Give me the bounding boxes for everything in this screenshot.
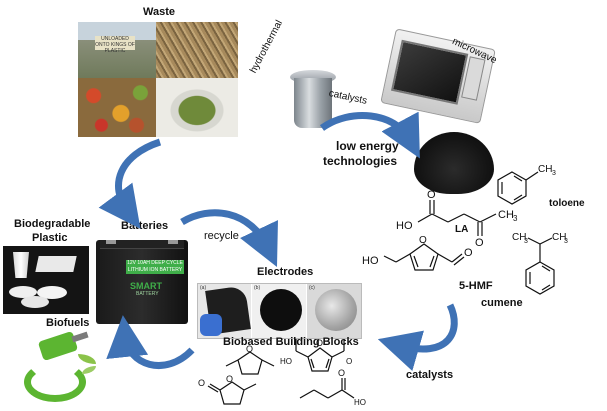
hmf-o-ring: O	[419, 235, 427, 246]
la-o-top: O	[427, 189, 436, 201]
cumene-label: cumene	[481, 297, 523, 309]
cumene-ch3-left: CH	[512, 232, 526, 243]
toluene-structure	[497, 171, 539, 205]
waste-photo-bin	[156, 78, 238, 137]
la-ho: HO	[396, 220, 413, 232]
waste-sign: UNLOADED ONTO KINGS OF PLASTIC	[95, 36, 135, 54]
toloene-label: toloene	[549, 198, 585, 209]
waste-photo-collage: UNLOADED ONTO KINGS OF PLASTIC	[78, 22, 238, 137]
toluene-ch3: CH	[538, 164, 552, 175]
carbon-powder-image	[414, 132, 494, 194]
bb-o-3: O	[226, 374, 233, 384]
biodegradable-label-line1: Biodegradable	[14, 218, 91, 230]
toluene-ch3-sub: 3	[552, 170, 556, 177]
arrow-electrodes-to-batteries	[106, 315, 195, 369]
hmf-o-aldehyde: O	[464, 247, 473, 259]
waste-label: Waste	[143, 6, 175, 18]
hmf-ho: HO	[362, 255, 379, 267]
bb-o-5: O	[338, 368, 345, 378]
la-ch3: CH	[498, 209, 514, 221]
cumene-ch3-right: CH	[552, 232, 566, 243]
bb-o-4: O	[198, 378, 205, 388]
arrow-hmf-to-building-blocks	[377, 303, 458, 371]
electrode-a-label: (a)	[200, 285, 207, 291]
battery-brand: SMART	[130, 281, 162, 291]
biofuels-label: Biofuels	[46, 317, 90, 329]
electrodes-photo: (a) (b) (c)	[197, 283, 362, 339]
dimethyl-thf-structure	[225, 351, 275, 375]
bb-ho-1: HO	[280, 357, 292, 366]
arrow-recycle-to-electrodes	[180, 209, 278, 267]
low-energy-label-line2: technologies	[323, 154, 398, 168]
la-label: LA	[455, 224, 469, 235]
catalysts-bottom-label: catalysts	[406, 369, 454, 381]
waste-photo-vegetables	[78, 78, 156, 137]
la-ch3-sub: 3	[513, 214, 518, 223]
cumene-ch3-left-sub: 3	[524, 238, 528, 245]
cumene-ch3-right-sub: 3	[564, 238, 568, 245]
electrode-c-label: (c)	[309, 285, 315, 291]
battery-brand-2: BATTERY	[136, 291, 159, 297]
hydrothermal-reactor-image	[286, 70, 340, 132]
battery-type-label: 12V 10AH DEEP CYCLE LITHIUM ION BATTERY	[126, 260, 184, 274]
biodegradable-plastic-photo	[3, 246, 89, 314]
bb-oh-o: O	[346, 357, 352, 366]
bb-o-1: O	[246, 344, 253, 354]
waste-photo-plastic	[78, 22, 156, 78]
levulinic-acid-structure	[417, 200, 497, 236]
la-o-bottom: O	[475, 237, 484, 249]
waste-photo-straw	[156, 22, 238, 78]
hmf-structure	[383, 243, 465, 271]
arrow-waste-to-batteries	[98, 138, 162, 229]
bb-oh: HO	[354, 398, 366, 407]
arrow-low-energy-to-carbon	[319, 111, 420, 159]
building-blocks-label: Biobased Building Blocks	[223, 336, 359, 348]
butyric-acid-structure	[299, 378, 355, 399]
bb-o-2: O	[316, 338, 323, 348]
biofuel-nozzle-image	[10, 330, 102, 402]
electrodes-label: Electrodes	[257, 266, 314, 278]
recycle-label: recycle	[204, 230, 239, 242]
biodegradable-label-line2: Plastic	[32, 232, 68, 244]
cumene-structure	[525, 237, 555, 295]
electrode-b-label: (b)	[254, 285, 261, 291]
hmf-label: 5-HMF	[459, 280, 493, 292]
battery-image: 12V 10AH DEEP CYCLE LITHIUM ION BATTERY …	[96, 240, 188, 324]
fdca-structure	[295, 339, 345, 372]
gvl-structure	[207, 381, 257, 405]
